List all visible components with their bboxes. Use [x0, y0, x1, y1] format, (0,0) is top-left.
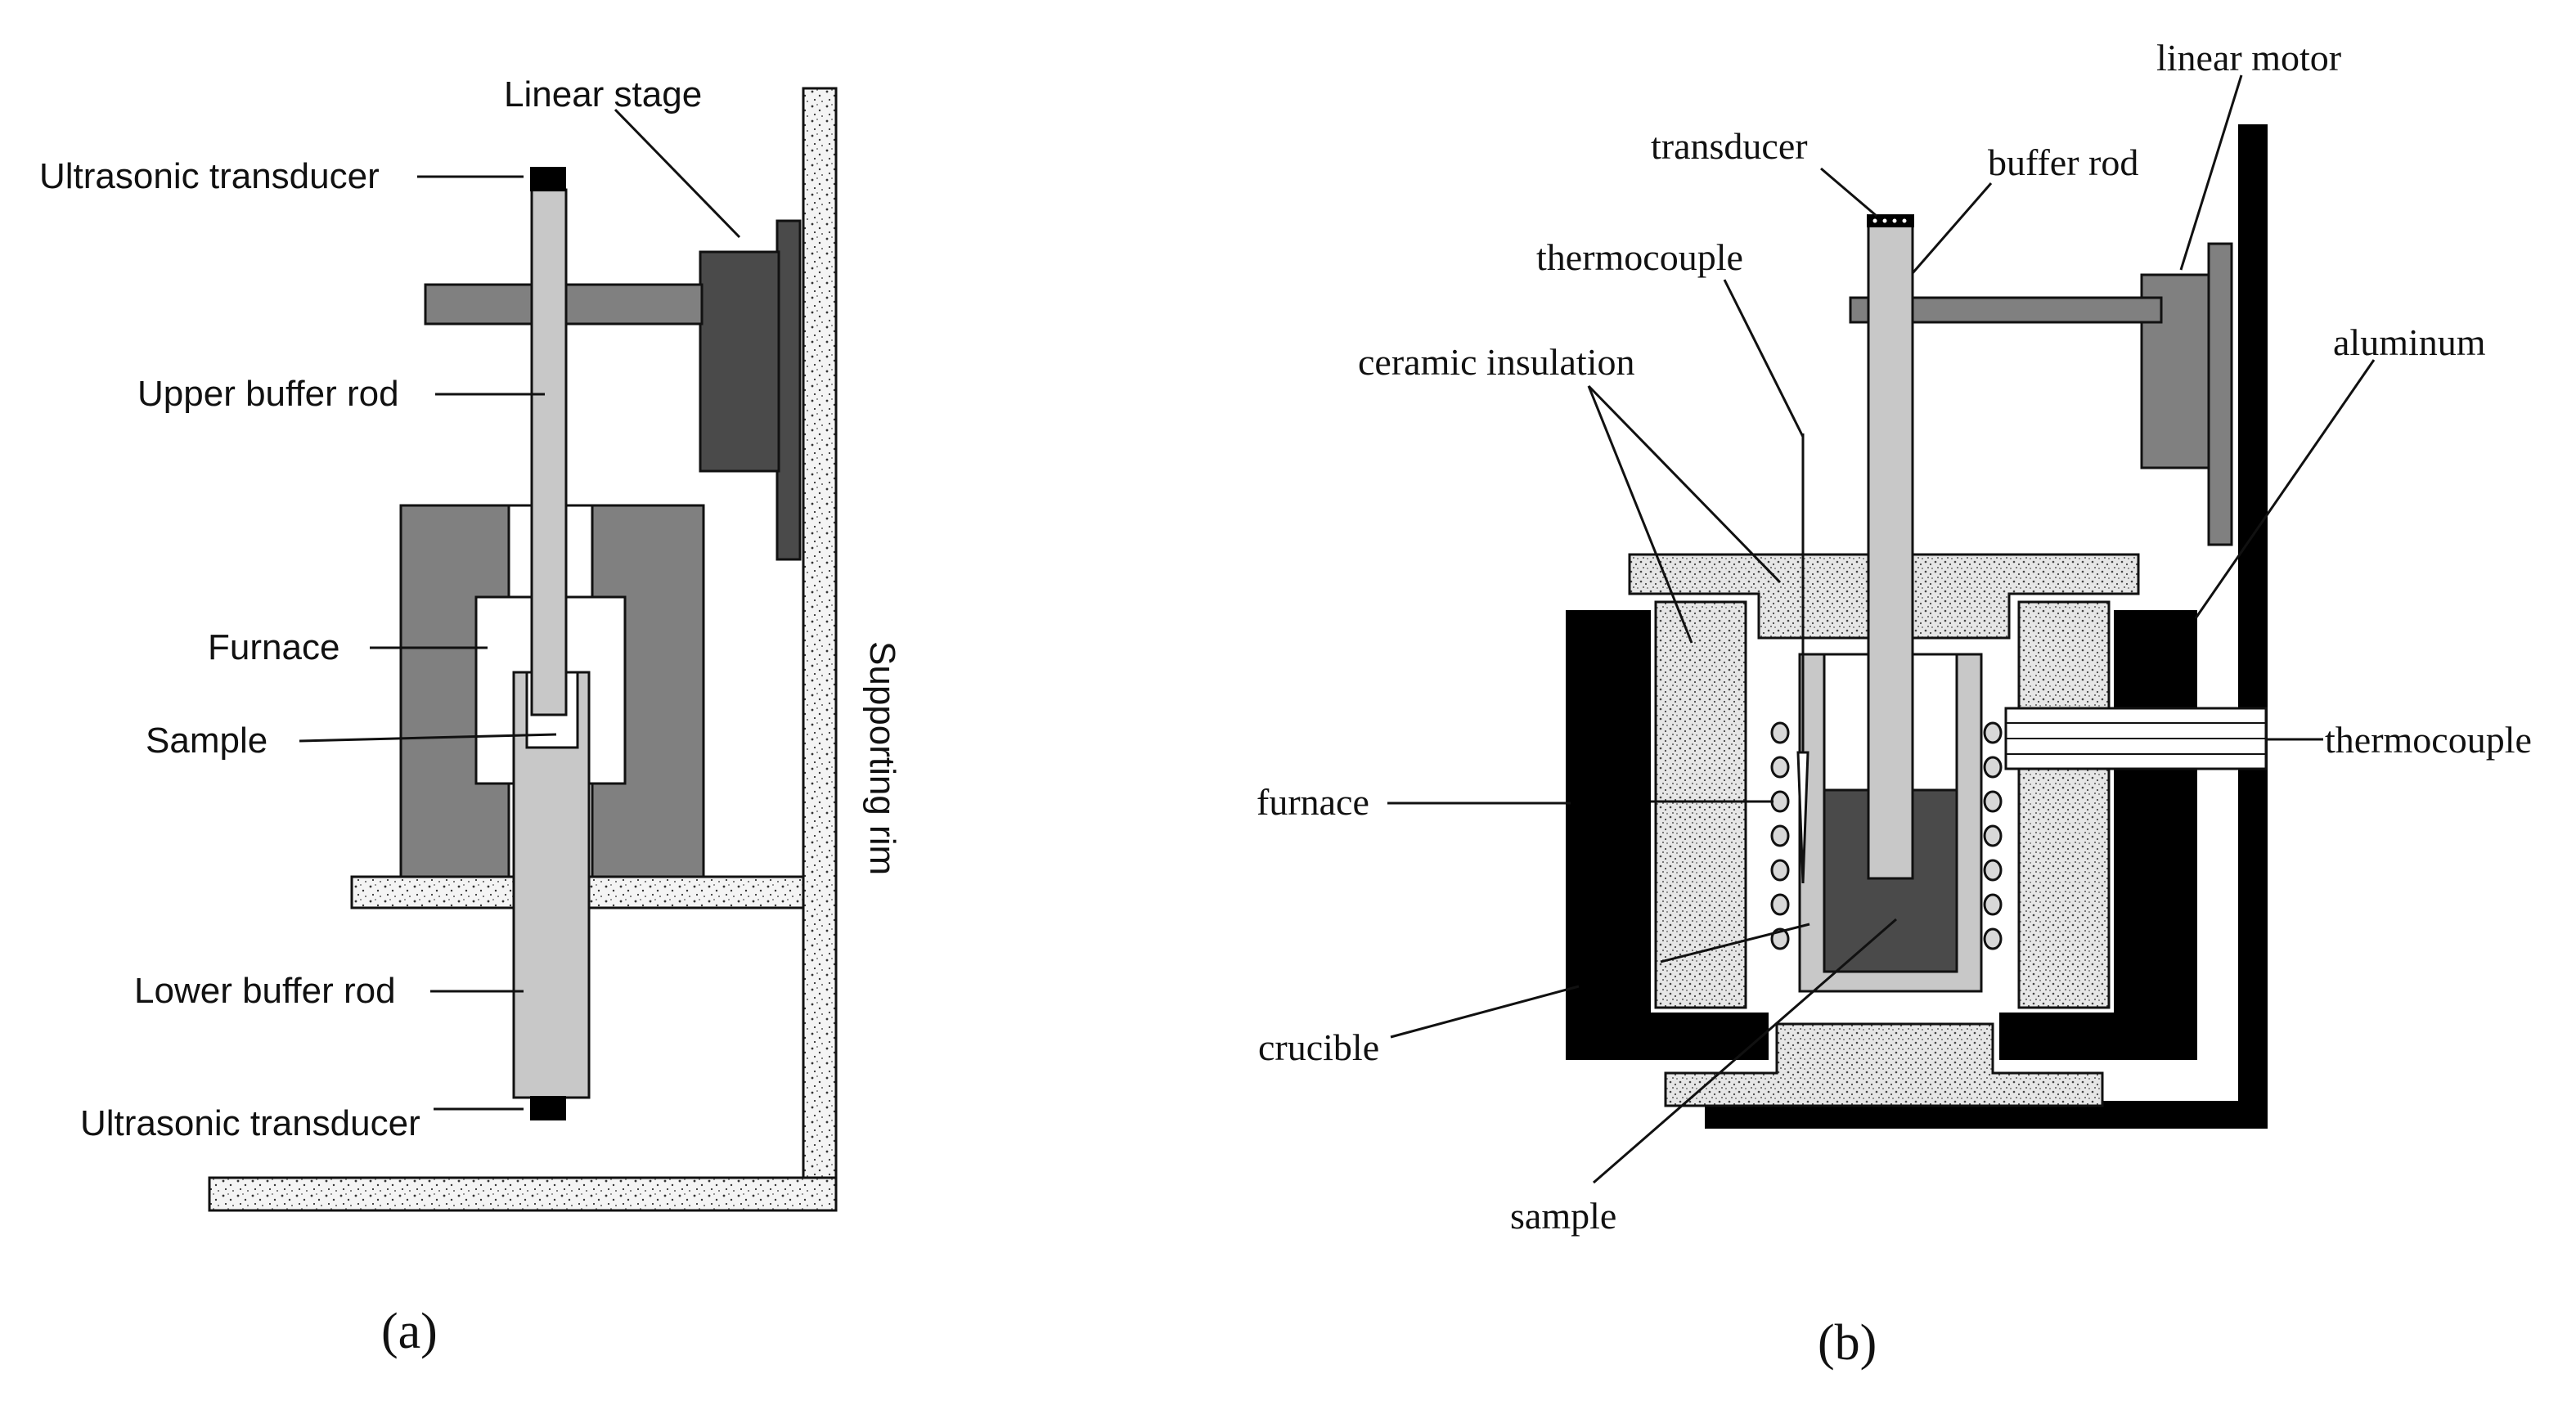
ceramic-left-shape [1654, 600, 1747, 1009]
label-upper-buffer-rod: Upper buffer rod [137, 374, 399, 414]
linear-stage-block-shape [699, 250, 780, 473]
leader-ceramic-2 [1587, 384, 1782, 584]
linear-stage-plate-shape [775, 219, 802, 561]
supporting-rim-shape [802, 87, 838, 1212]
label-ultrasonic-transducer-bottom: Ultrasonic transducer [80, 1103, 420, 1143]
leader-aluminum [2194, 359, 2376, 619]
panel-b: linear motor transducer buffer rod therm… [1257, 37, 2532, 1371]
label-ceramic-insulation: ceramic insulation [1358, 341, 1635, 383]
leader-crucible [1390, 985, 1580, 1039]
label-furnace: Furnace [208, 627, 339, 667]
upper-buffer-rod-shape [530, 188, 568, 716]
left-black-wall-shape [1566, 610, 1769, 1060]
furnace-coils-left [1770, 721, 1790, 950]
aluminum-frame-vertical-shape [2238, 124, 2268, 1129]
leader-thermocouple-top [1723, 279, 1805, 438]
leader-linear-motor [2179, 74, 2243, 271]
label-sample: Sample [146, 721, 267, 761]
panel-a: Linear stage Ultrasonic transducer Upper… [39, 74, 902, 1359]
transducer-shape [1867, 214, 1914, 227]
label-thermocouple-right: thermocouple [2325, 719, 2532, 761]
label-ultrasonic-transducer-top: Ultrasonic transducer [39, 156, 380, 196]
base-plate-shape [208, 1176, 838, 1212]
furnace-coils-right [1983, 721, 2003, 950]
label-thermocouple-top: thermocouple [1536, 236, 1743, 278]
leader-sample-b [1593, 918, 1897, 1184]
ceramic-bottom-shape [1664, 1022, 2104, 1107]
label-sample-b: sample [1510, 1195, 1616, 1237]
ultrasonic-transducer-top-shape [530, 167, 566, 191]
leader-crucible-2 [1660, 923, 1810, 963]
leader-linear-stage [614, 108, 741, 239]
label-linear-stage: Linear stage [504, 74, 702, 115]
label-aluminum: aluminum [2333, 321, 2486, 363]
buffer-rod-shape [1867, 219, 1914, 880]
label-crucible: crucible [1258, 1026, 1379, 1068]
linear-motor-plate-shape [2207, 242, 2233, 546]
thermocouple-tip-shape [1796, 751, 1809, 884]
leader-ceramic-1 [1587, 385, 1693, 644]
leader-buffer-rod [1911, 182, 1993, 274]
leader-transducer [1820, 167, 1877, 218]
label-furnace-b: furnace [1257, 781, 1369, 823]
ceramic-right-shape [2017, 600, 2111, 1009]
ultrasonic-transducer-bottom-shape [530, 1096, 566, 1120]
label-supporting-rim: Supporting rim [862, 641, 902, 875]
label-lower-buffer-rod: Lower buffer rod [134, 971, 396, 1011]
label-transducer: transducer [1651, 125, 1808, 167]
transducer-dots [1872, 218, 1907, 223]
leader-sample [299, 733, 557, 743]
caption-a: (a) [381, 1304, 438, 1359]
label-linear-motor: linear motor [2156, 37, 2341, 79]
label-buffer-rod: buffer rod [1988, 141, 2138, 183]
caption-b: (b) [1818, 1315, 1877, 1371]
